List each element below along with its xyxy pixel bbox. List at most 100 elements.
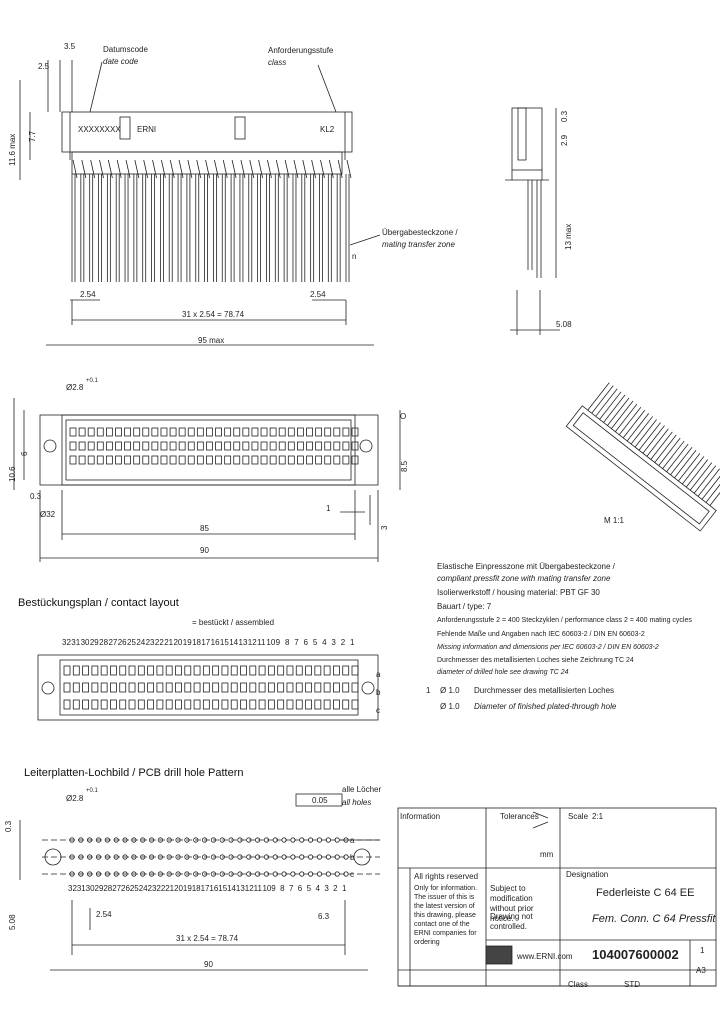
iso-pin <box>662 440 685 469</box>
iso-pin <box>587 382 610 411</box>
top-contact-cavity <box>160 441 168 451</box>
layout-contact <box>258 699 266 710</box>
dim-dia-32: Ø32 <box>40 510 56 519</box>
layout-contact <box>267 682 275 693</box>
pcb-layout-title: Leiterplatten-Lochbild / PCB drill hole … <box>24 767 244 779</box>
pcb-column-number: 24 <box>138 884 148 893</box>
layout-contact <box>342 699 350 710</box>
top-contact-cavity <box>196 427 204 437</box>
iso-pin <box>599 391 622 420</box>
top-contact-cavity <box>215 455 222 465</box>
layout-contact <box>333 665 340 676</box>
pcb-column-number: 1 <box>342 884 347 893</box>
pcb-hole <box>210 871 217 877</box>
layout-contact <box>193 682 201 693</box>
layout-contact <box>175 665 182 676</box>
layout-contact <box>351 682 359 693</box>
layout-contact <box>184 665 192 676</box>
top-contact-cavity <box>160 455 168 465</box>
pcb-hole <box>237 837 243 843</box>
top-contact-cavity <box>315 441 323 451</box>
pcb-hole <box>69 871 75 877</box>
hole-note-en: Diameter of finished plated-through hole <box>474 702 617 711</box>
top-contact-cavity <box>287 441 295 451</box>
pcb-hole <box>175 871 181 877</box>
layout-contact <box>230 699 238 710</box>
layout-contact <box>305 665 312 676</box>
layout-contact <box>212 699 220 710</box>
layout-contact <box>286 682 294 693</box>
layout-contact <box>165 699 173 710</box>
tb-title-en: Fem. Conn. C 64 Pressfit <box>592 913 716 925</box>
top-contact-cavity <box>233 455 241 465</box>
layout-contact <box>119 682 127 693</box>
pcb-hole <box>272 871 278 877</box>
dim-1: 1 <box>326 504 331 513</box>
layout-contact <box>184 699 192 710</box>
layout-contact <box>128 665 136 676</box>
pcb-column-number: 26 <box>121 884 130 893</box>
front-pin-bend <box>205 159 210 179</box>
pcb-column-number: 15 <box>218 884 228 893</box>
layout-contact <box>221 699 229 710</box>
note-line: Bauart / type: 7 <box>437 602 492 611</box>
pcb-column-number: 20 <box>174 884 183 893</box>
top-contact-cavity <box>151 455 159 465</box>
top-contact-cavity <box>251 455 259 465</box>
front-pin-bend <box>152 159 157 179</box>
tb-unit: mm <box>540 850 554 859</box>
top-contact-cavity <box>151 441 159 451</box>
iso-pin <box>618 406 642 436</box>
dim-0-3-top: 0.3 <box>30 492 42 501</box>
top-contact-cavity <box>306 455 313 465</box>
top-contact-cavity <box>260 427 268 437</box>
layout-contact <box>119 665 127 676</box>
top-contact-cavity <box>87 427 95 437</box>
pcb-hole <box>281 854 287 860</box>
top-contact-cavity <box>96 455 104 465</box>
layout-contact <box>333 682 340 693</box>
front-pin-bend <box>275 159 281 179</box>
layout-column-number: 9 <box>275 638 281 647</box>
pcb-hole <box>201 854 208 860</box>
layout-contact <box>156 665 164 676</box>
front-pin-bend <box>302 159 308 179</box>
layout-contact <box>286 665 294 676</box>
pcb-hole <box>334 871 340 877</box>
pcb-column-number: 22 <box>156 884 166 893</box>
top-contact-cavity <box>333 427 341 437</box>
front-pin-bend <box>249 159 255 179</box>
tb-std: STD <box>624 980 640 989</box>
layout-contact <box>230 665 238 676</box>
front-pin-bend <box>99 159 104 179</box>
pcb-dim-tol: +0.1 <box>86 788 98 794</box>
layout-column-number: 17 <box>201 638 211 647</box>
pcb-hole <box>316 854 323 860</box>
note-line: Isolierwerkstoff / housing material: PBT… <box>437 588 600 597</box>
pcb-hole <box>237 854 243 860</box>
pcb-column-number: 16 <box>209 884 219 893</box>
note-line: Anforderungsstufe 2 = 400 Steckzyklen / … <box>437 617 692 624</box>
pcb-hole <box>104 871 110 877</box>
top-contact-cavity <box>142 441 150 451</box>
top-contact-cavity <box>251 441 259 451</box>
layout-contact <box>277 699 285 710</box>
side-view-connector <box>505 107 549 278</box>
dim-7-7: 7.7 <box>28 130 37 142</box>
layout-contact <box>212 665 220 676</box>
dim-tol-top: +0.1 <box>86 378 98 384</box>
pcb-hole <box>148 837 155 843</box>
layout-contact <box>165 682 173 693</box>
iso-pin <box>682 456 705 485</box>
pcb-hole <box>228 837 234 843</box>
pcb-hole <box>95 854 102 860</box>
pcb-hole <box>148 871 155 877</box>
layout-contact <box>137 699 145 710</box>
pcb-column-number: 31 <box>76 884 86 893</box>
top-contact-cavity <box>105 455 113 465</box>
iso-pin <box>678 453 701 482</box>
iso-scale-label: M 1:1 <box>604 516 625 525</box>
layout-contact <box>323 699 331 710</box>
layout-column-number: 27 <box>108 638 118 647</box>
layout-contact <box>277 665 285 676</box>
